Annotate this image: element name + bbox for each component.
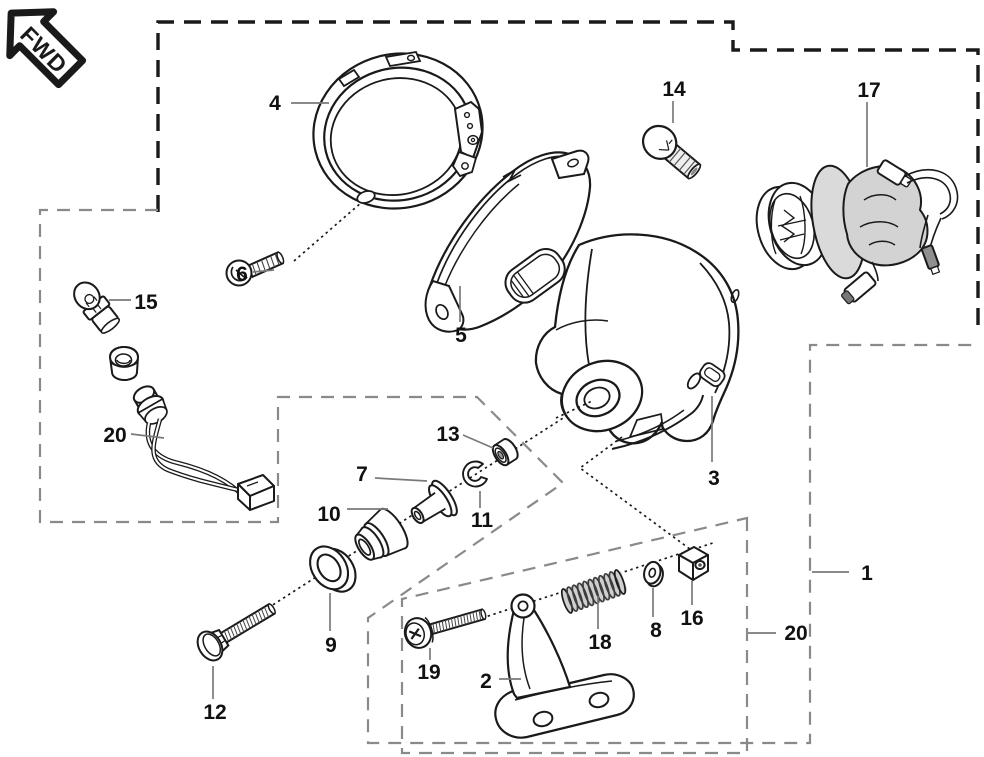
part-13-nut: [491, 438, 519, 467]
part-2-bracket: [494, 593, 635, 739]
subassembly-box-20: [400, 516, 749, 755]
axis-bracket-chevron-dotted: [578, 436, 699, 556]
callout-2: 2: [480, 670, 492, 693]
callout-13: 13: [436, 423, 459, 446]
callout-leaders: [109, 101, 868, 699]
part-20-connector: [237, 474, 275, 511]
callout-3: 3: [708, 467, 720, 490]
axis-overlays-dotted: [555, 400, 699, 556]
leader-13: [462, 434, 494, 449]
part-17-boot: [842, 165, 929, 267]
axis-rim-screw-dotted: [293, 201, 363, 262]
part-6-screw: [225, 251, 285, 287]
region-boundary-gray: [38, 208, 978, 745]
part-5-lens: [424, 149, 592, 333]
axis-bracket-dotted: [481, 541, 717, 619]
part-12-bolt: [196, 602, 276, 662]
part-15-bulb: [73, 281, 121, 334]
callout-1: 1: [861, 562, 873, 585]
part-18-spring: [560, 569, 628, 614]
fwd-badge: FWD: [6, 8, 87, 89]
part-17-socket-assembly: [755, 159, 959, 305]
fwd-arrow-icon: [6, 8, 87, 89]
callout-16: 16: [680, 607, 703, 630]
callout-5: 5: [455, 324, 467, 347]
leader-20-left: [130, 433, 165, 439]
part-8-washer: [643, 560, 664, 588]
leader-7: [374, 477, 428, 482]
part-4-rim: [312, 50, 484, 210]
region-boundary-black: [156, 20, 980, 334]
leader-6: [252, 269, 275, 273]
part-16-nut: [678, 546, 709, 581]
callout-17: 17: [857, 79, 880, 102]
callout-18: 18: [588, 631, 612, 654]
assembly-axes: [267, 401, 717, 619]
callout-19: 19: [417, 661, 440, 684]
callout-20-right: 20: [784, 622, 807, 645]
part-9-washer: [309, 545, 357, 593]
callout-9: 9: [325, 634, 337, 657]
callout-7: 7: [356, 463, 368, 486]
callout-6: 6: [236, 263, 248, 286]
part-19-bolt: [403, 608, 487, 649]
callout-8: 8: [650, 619, 662, 642]
callout-4: 4: [269, 92, 281, 115]
callout-14: 14: [662, 78, 686, 101]
callout-15: 15: [134, 291, 158, 314]
part-7-collar: [410, 479, 458, 524]
part-3-housing: [534, 233, 740, 450]
callout-12: 12: [203, 701, 226, 724]
part-10-bushing: [354, 507, 409, 561]
callout-11: 11: [471, 509, 494, 532]
part-11-clip: [462, 460, 488, 488]
callout-10: 10: [317, 503, 340, 526]
grommet: [108, 345, 140, 382]
part-20-wire-harness: [132, 385, 275, 511]
part-14-bulb: [641, 124, 702, 180]
callout-20-left: 20: [103, 424, 126, 447]
